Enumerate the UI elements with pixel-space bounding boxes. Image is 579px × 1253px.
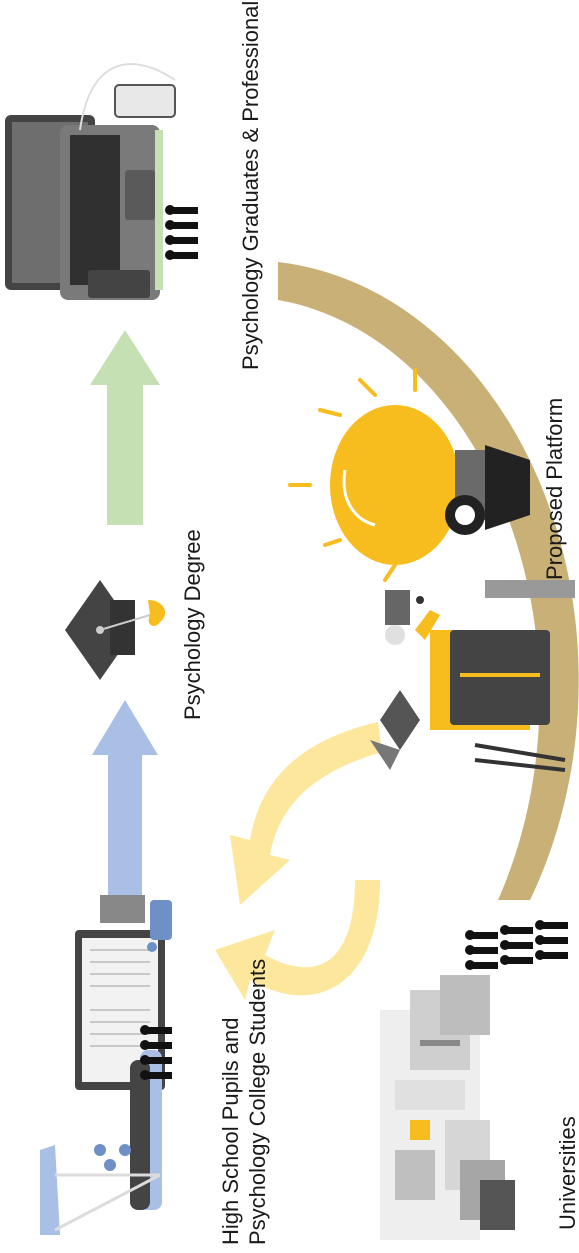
design-tools-icon (370, 580, 575, 772)
label-graduates: Psychology Graduates & Professionals (238, 0, 263, 370)
feedback-arrow-inner (230, 722, 382, 905)
people-group-icon (140, 1025, 172, 1080)
city-buildings-icon (380, 975, 515, 1240)
study-desk-icon (40, 895, 172, 1235)
people-group-icon (165, 205, 198, 260)
label-universities: Universities (555, 1116, 579, 1230)
feedback-arrows (215, 722, 382, 1000)
arrow-degree-to-graduates (90, 330, 160, 525)
lightbulb-icon (288, 368, 530, 582)
label-students-line1: High School Pupils and (218, 1018, 243, 1245)
label-degree: Psychology Degree (180, 529, 205, 720)
laptop-icon (5, 63, 176, 300)
label-students-line2: Psychology College Students (245, 959, 270, 1245)
people-group-icon (465, 920, 568, 970)
label-platform: Proposed Platform (542, 398, 567, 580)
platform-arc (278, 262, 579, 900)
feedback-arrow-outer (215, 880, 380, 1000)
arrow-students-to-degree (92, 700, 158, 905)
graduation-cap-icon (65, 580, 166, 680)
